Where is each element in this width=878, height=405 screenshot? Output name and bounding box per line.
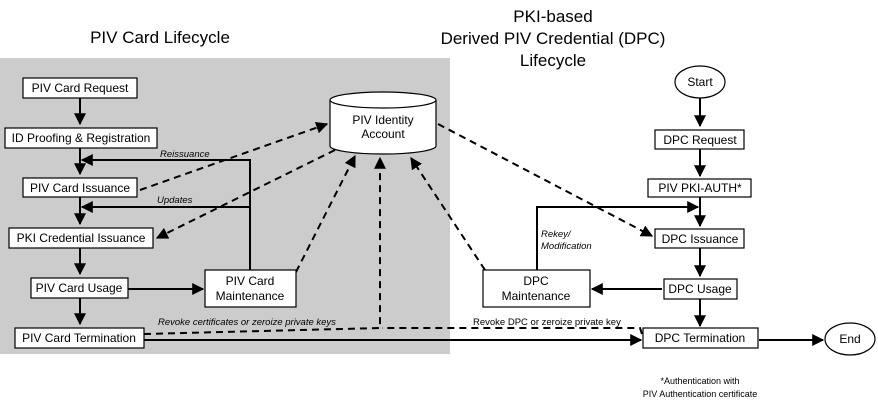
svg-text:End: End	[839, 332, 860, 346]
svg-text:ID Proofing & Registration: ID Proofing & Registration	[12, 131, 151, 145]
label-reissuance: Reissuance	[160, 149, 210, 160]
node-start: Start	[674, 65, 726, 99]
svg-text:DPC: DPC	[523, 274, 549, 288]
dpc-lifecycle-title-line2: Derived PIV Credential (DPC)	[441, 29, 666, 48]
svg-text:DPC Termination: DPC Termination	[655, 331, 745, 345]
node-end: End	[824, 322, 876, 356]
label-rekey-line2: Modification	[541, 241, 592, 252]
node-piv-pki-auth: PIV PKI-AUTH*	[647, 178, 752, 198]
svg-text:PIV Identity: PIV Identity	[352, 113, 413, 127]
dashed-maintenance-to-account	[295, 154, 356, 273]
node-piv-card-issuance: PIV Card Issuance	[22, 177, 138, 198]
svg-text:PIV Card Termination: PIV Card Termination	[22, 331, 136, 345]
node-piv-identity-account: PIV Identity Account	[329, 91, 437, 155]
svg-text:PIV PKI-AUTH*: PIV PKI-AUTH*	[658, 181, 742, 195]
footnote-line2: PIV Authentication certificate	[643, 389, 758, 399]
node-dpc-request: DPC Request	[654, 129, 745, 150]
piv-lifecycle-title: PIV Card Lifecycle	[90, 28, 230, 47]
svg-text:DPC Request: DPC Request	[663, 133, 737, 147]
svg-text:PIV Card Usage: PIV Card Usage	[36, 281, 123, 295]
label-rekey-line1: Rekey/	[541, 229, 572, 240]
svg-text:DPC Usage: DPC Usage	[668, 282, 732, 296]
dpc-lifecycle-title-line3: Lifecycle	[520, 51, 586, 70]
label-updates: Updates	[157, 195, 193, 206]
node-dpc-usage: DPC Usage	[663, 278, 738, 300]
node-dpc-termination: DPC Termination	[642, 327, 759, 349]
node-piv-card-termination: PIV Card Termination	[14, 327, 145, 349]
node-piv-card-usage: PIV Card Usage	[30, 277, 129, 299]
edge-maintenance-reissuance	[80, 154, 251, 270]
svg-text:PKI Credential Issuance: PKI Credential Issuance	[17, 231, 146, 245]
footnote-line1: *Authentication with	[660, 376, 739, 386]
node-id-proofing-registration: ID Proofing & Registration	[4, 127, 158, 149]
svg-text:Maintenance: Maintenance	[216, 289, 285, 303]
label-revoke-dpc: Revoke DPC or zeroize private key	[473, 317, 621, 328]
dpc-lifecycle-title-line1: PKI-based	[513, 7, 592, 26]
node-dpc-maintenance: DPC Maintenance	[482, 269, 591, 308]
node-piv-card-request: PIV Card Request	[22, 77, 138, 99]
node-piv-card-maintenance: PIV Card Maintenance	[204, 269, 297, 308]
dashed-piv-revoke	[143, 156, 386, 335]
svg-text:Start: Start	[687, 75, 713, 89]
edge-dpc-maintenance-rekey	[536, 201, 700, 270]
dashed-dpc-maintenance-to-account	[410, 156, 486, 271]
svg-text:PIV Card: PIV Card	[226, 274, 275, 288]
node-pki-credential-issuance: PKI Credential Issuance	[8, 227, 154, 249]
svg-text:PIV Card Issuance: PIV Card Issuance	[30, 181, 130, 195]
dashed-issuance-to-account	[139, 121, 329, 191]
svg-text:DPC Issuance: DPC Issuance	[662, 232, 739, 246]
dashed-account-to-dpc-issuance	[437, 123, 654, 237]
dashed-dpc-revoke	[382, 327, 643, 335]
label-revoke-piv: Revoke certificates or zeroize private k…	[158, 317, 336, 328]
node-dpc-issuance: DPC Issuance	[654, 228, 745, 249]
svg-text:PIV Card Request: PIV Card Request	[32, 81, 129, 95]
dashed-account-to-pki	[155, 149, 336, 239]
svg-text:Account: Account	[361, 127, 405, 141]
svg-text:Maintenance: Maintenance	[502, 289, 571, 303]
